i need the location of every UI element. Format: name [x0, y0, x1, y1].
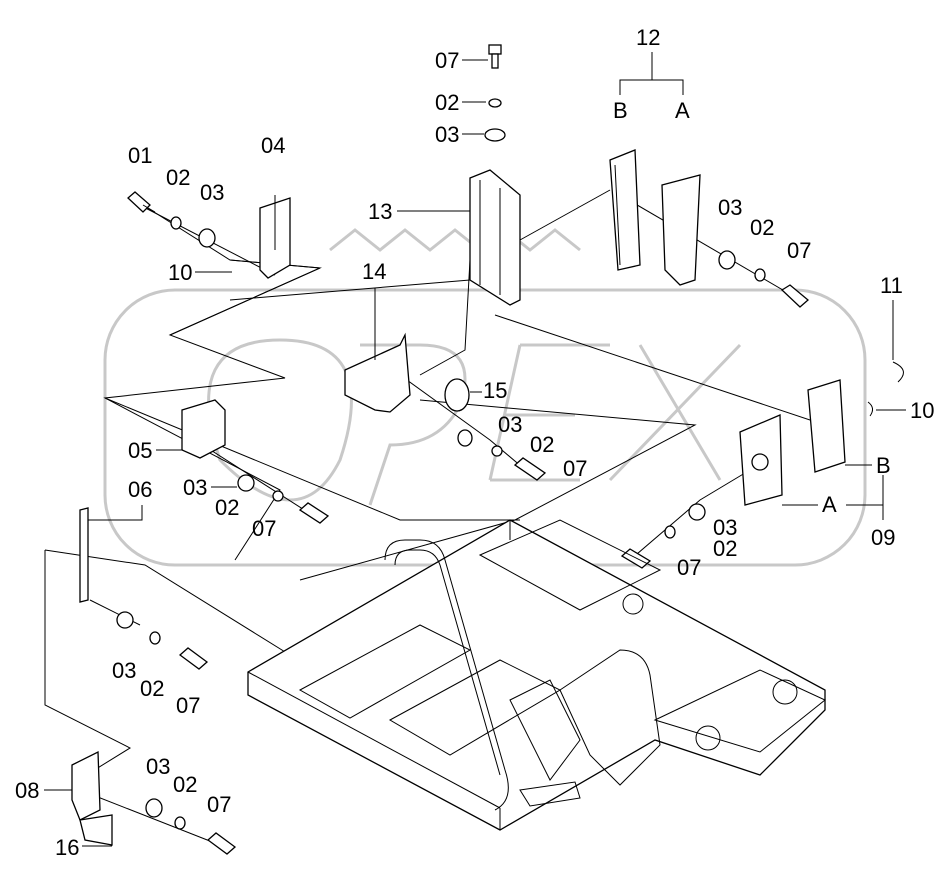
leader-06 [88, 505, 143, 521]
strip-06-part [79, 507, 89, 603]
callout-12: 12 [636, 25, 660, 50]
lock-washer-part [488, 98, 502, 108]
clip-10-part [867, 401, 874, 417]
callout-10: 10 [168, 260, 192, 285]
plate-09b-part [807, 379, 846, 473]
callout-07: 07 [207, 792, 231, 817]
lock-washer-part [149, 631, 161, 645]
callout-03: 03 [112, 658, 136, 683]
callout-02: 02 [173, 772, 197, 797]
callout-09-a: A [822, 492, 837, 517]
callout-07: 07 [176, 693, 200, 718]
callout-14: 14 [362, 259, 386, 284]
callout-13: 13 [368, 199, 392, 224]
lock-washer-part [491, 445, 503, 457]
flat-washer-part [116, 611, 134, 629]
ring-15-part [444, 378, 470, 412]
callout-03: 03 [435, 122, 459, 147]
flat-washer-part [718, 250, 736, 270]
callout-15: 15 [483, 378, 507, 403]
callout-02: 02 [530, 432, 554, 457]
lock-washer-part [664, 525, 676, 539]
bolt-07-part [513, 457, 547, 481]
cover-12a-part [661, 174, 701, 286]
bolt-07-part [178, 647, 209, 670]
callout-03: 03 [200, 180, 224, 205]
flat-washer-part [237, 474, 255, 492]
callout-05: 05 [128, 438, 152, 463]
plate-14-part [344, 332, 411, 413]
flat-washer-part [484, 128, 506, 142]
bolt-07-part [298, 502, 330, 524]
callout-06: 06 [128, 477, 152, 502]
callout-02: 02 [215, 495, 239, 520]
callout-04: 04 [261, 133, 285, 158]
callout-07: 07 [677, 555, 701, 580]
callout-09: 09 [871, 525, 895, 550]
callout-11: 11 [880, 273, 903, 298]
plate-hole-part [751, 453, 769, 471]
callout-03: 03 [498, 412, 522, 437]
flat-washer-part [198, 228, 216, 248]
lock-washer-part [174, 816, 186, 830]
callout-03: 03 [146, 754, 170, 779]
flat-washer-part [145, 798, 163, 818]
bracket-04-part [259, 195, 291, 279]
plate-16-part [79, 814, 113, 846]
callout-12-a: A [675, 98, 690, 123]
lock-washer-part [272, 490, 284, 502]
lock-washer-part [170, 216, 182, 230]
bolt-01-part [127, 191, 156, 213]
callout-02: 02 [166, 165, 190, 190]
flat-washer-part [457, 429, 473, 447]
callout-12-b: B [613, 98, 628, 123]
callout-07: 07 [563, 456, 587, 481]
cover-12b-part [609, 149, 641, 271]
callout-07: 07 [787, 238, 811, 263]
callout-03: 03 [183, 475, 207, 500]
callout-01: 01 [128, 143, 152, 168]
bracket-05-part [181, 399, 226, 459]
callout-16: 16 [55, 835, 79, 860]
callout-02: 02 [713, 536, 737, 561]
callout-07: 07 [435, 48, 459, 73]
callout-10: 10 [910, 398, 934, 423]
plate-08-part [71, 750, 101, 821]
callout-03: 03 [713, 515, 737, 540]
callout-08: 08 [15, 778, 39, 803]
leader-lines [44, 189, 841, 846]
main-frame-part [247, 519, 826, 831]
bolt-07-part [780, 284, 810, 308]
flat-washer-part [688, 503, 706, 521]
callout-09-b: B [876, 453, 891, 478]
callout-03: 03 [718, 195, 742, 220]
callout-02: 02 [140, 676, 164, 701]
bolt-07-part [206, 832, 237, 855]
lock-washer-part [754, 268, 766, 282]
callout-02: 02 [435, 90, 459, 115]
callout-labels: 01 02 03 04 10 07 02 03 13 12 B A 03 02 … [15, 25, 934, 860]
callout-02: 02 [750, 215, 774, 240]
post-13-part [469, 169, 521, 306]
leader-12 [619, 79, 684, 95]
clip-11-part [892, 361, 904, 383]
callout-07: 07 [252, 516, 276, 541]
bolt-07-top-part [488, 44, 502, 69]
